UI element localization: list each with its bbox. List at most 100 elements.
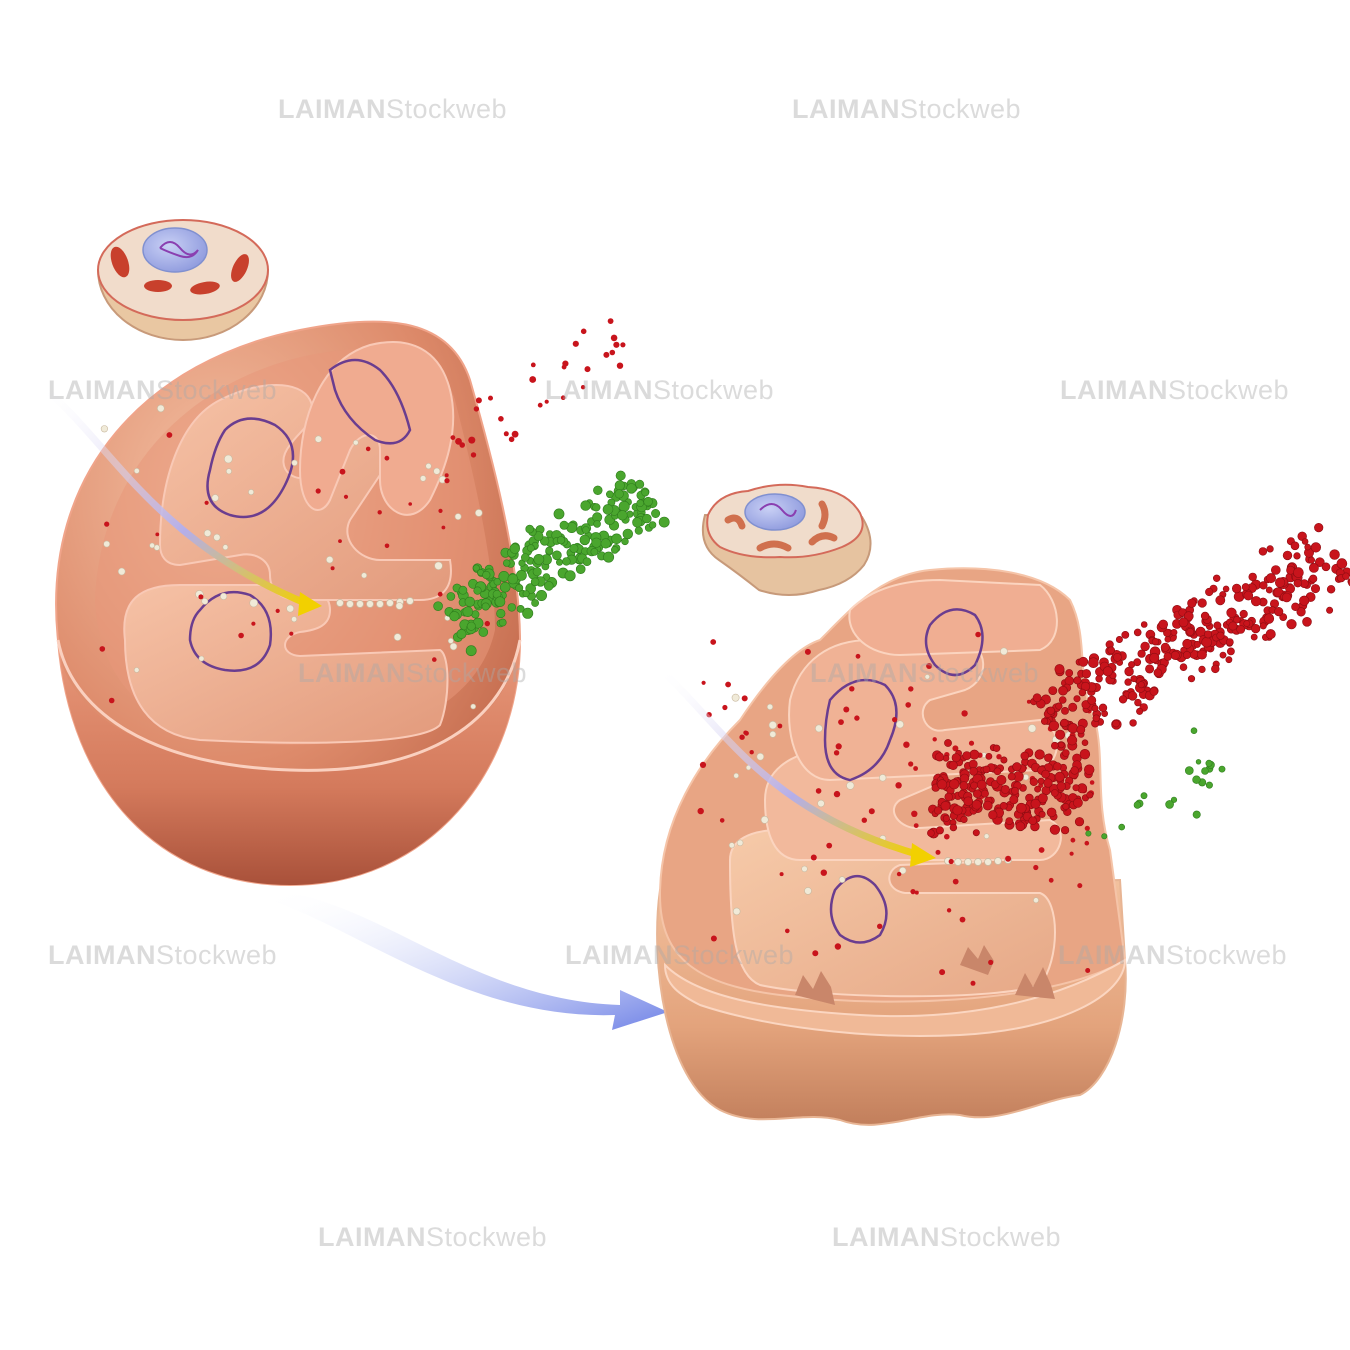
particle — [1048, 877, 1054, 883]
damaged-mtdna-strands — [823, 608, 984, 944]
particle — [868, 808, 875, 815]
particle — [494, 596, 506, 608]
particle — [560, 395, 566, 401]
particle — [1078, 688, 1087, 697]
particle — [697, 807, 704, 815]
particle — [498, 416, 504, 422]
particle — [1037, 793, 1048, 804]
particle — [635, 479, 645, 489]
particle — [446, 592, 456, 601]
damaged-mitochondrion — [654, 567, 1127, 1126]
particle — [352, 439, 359, 446]
particle — [1274, 606, 1284, 617]
particle — [1073, 695, 1081, 703]
particle — [515, 583, 524, 592]
particle — [1041, 769, 1050, 779]
particle — [1187, 675, 1196, 683]
particle — [248, 489, 255, 496]
particle — [564, 570, 576, 582]
particle — [117, 567, 126, 576]
particle — [1011, 787, 1019, 795]
particle — [1005, 817, 1014, 825]
particle — [960, 815, 968, 824]
particle — [1309, 574, 1318, 583]
particle — [464, 596, 475, 607]
particle — [438, 508, 443, 513]
particle — [556, 536, 566, 545]
particle — [1102, 666, 1113, 677]
particle — [1046, 706, 1055, 715]
particle — [562, 360, 569, 367]
particle — [444, 478, 450, 484]
particle — [1271, 565, 1281, 575]
particle — [1140, 641, 1150, 652]
particle — [531, 599, 539, 607]
particle — [1308, 556, 1316, 564]
particle — [1073, 676, 1082, 685]
particle — [1211, 664, 1220, 674]
particle — [1326, 606, 1334, 614]
particle — [913, 823, 919, 828]
particle — [820, 869, 827, 876]
particle — [756, 752, 765, 761]
particle — [1129, 719, 1137, 727]
particle — [473, 586, 482, 595]
particle — [1084, 840, 1090, 846]
particle — [975, 631, 981, 638]
particle — [530, 362, 536, 368]
particle — [616, 362, 624, 369]
particle — [1051, 741, 1059, 750]
particle — [1201, 767, 1209, 775]
particle — [963, 796, 974, 807]
particle — [948, 760, 958, 771]
particle — [632, 517, 643, 528]
particle — [952, 805, 963, 816]
particle — [1085, 968, 1091, 973]
particle — [1054, 664, 1065, 675]
particle — [1266, 545, 1274, 553]
particle — [626, 510, 634, 518]
particle — [537, 402, 543, 408]
particle — [618, 500, 630, 512]
particle — [985, 753, 993, 760]
particle — [877, 923, 883, 929]
particle — [1044, 753, 1053, 762]
particle — [854, 715, 860, 721]
particle — [1086, 791, 1094, 799]
particle — [1060, 826, 1070, 835]
particle — [996, 774, 1007, 785]
particle — [582, 557, 592, 567]
particle — [1225, 638, 1234, 646]
particle — [777, 723, 783, 729]
particle — [927, 829, 935, 837]
particle — [580, 328, 587, 335]
particle — [603, 351, 610, 358]
particle — [983, 833, 990, 840]
particle — [1193, 640, 1201, 648]
particle — [1149, 687, 1159, 696]
particle — [1107, 646, 1115, 655]
particle — [948, 858, 954, 865]
particle — [728, 842, 735, 849]
particle — [1286, 619, 1297, 630]
particle — [1315, 557, 1325, 568]
particle — [617, 510, 628, 521]
particle — [441, 525, 446, 530]
damaged-energy-arrow — [654, 664, 924, 859]
particle — [933, 806, 943, 815]
particle — [804, 887, 812, 895]
particle — [478, 627, 489, 637]
healthy-mitochondrion — [36, 320, 522, 887]
particle — [580, 385, 586, 390]
particle — [275, 608, 280, 614]
particle — [572, 340, 579, 347]
particle — [615, 470, 626, 481]
particle — [455, 438, 462, 445]
particle — [959, 916, 966, 923]
particle — [1273, 587, 1284, 598]
particle — [1326, 585, 1336, 594]
particle — [878, 774, 887, 782]
particle — [456, 629, 467, 639]
particle — [961, 710, 968, 717]
